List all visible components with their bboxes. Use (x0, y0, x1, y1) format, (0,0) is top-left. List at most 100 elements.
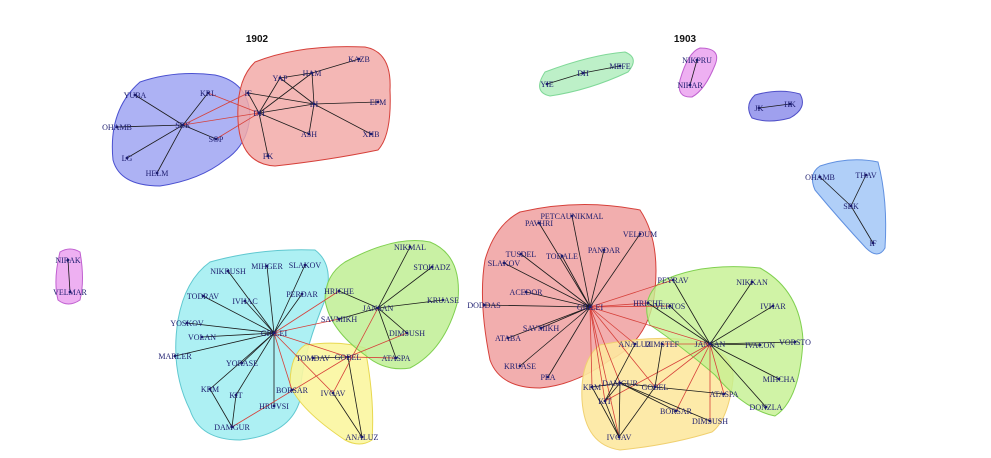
node-dot (360, 435, 364, 439)
node-1902-dh: DH (253, 109, 265, 118)
node-label: DH (577, 69, 589, 78)
node-label: OHAMB (102, 123, 132, 132)
edge-1902-jansan-nikmal (377, 246, 411, 309)
node-label: SAVMIKH (523, 324, 560, 333)
edge-1902-jansan-stohadz (377, 266, 433, 309)
node-1903-nikpru: NIKPRU (682, 56, 712, 65)
node-label: TOMDAV (296, 354, 330, 363)
edge-1903-girlei-pavhri (538, 222, 591, 308)
edge-1903-girlei-acedor (525, 291, 591, 308)
node-dot (502, 261, 506, 265)
node-dot (818, 175, 822, 179)
edge-1902-jansan-ataspa (377, 307, 397, 359)
edge-1903-girlei-ivgav (589, 306, 620, 438)
node-dot (240, 361, 244, 365)
node-label: VORSTO (779, 338, 811, 347)
node-label: KRM (583, 383, 601, 392)
node-label: IF (869, 239, 877, 248)
node-label: KRM (201, 385, 219, 394)
node-label: TUSDEL (506, 250, 537, 259)
node-label: GIRLEI (261, 329, 288, 338)
edge-1903-gobel-ataspa (654, 386, 725, 395)
node-dot (394, 356, 398, 360)
node-label: KRL (200, 89, 216, 98)
edge-1902-girlei-yoskov (186, 322, 275, 334)
node-1902-nirak: NIRAK (55, 256, 81, 265)
edge-1903-girlei-petcaunikmal (571, 215, 591, 308)
node-label: DIMSUSH (389, 329, 425, 338)
edge-1902-if-dh (247, 92, 260, 114)
node-1902-dimsush: DIMSUSH (389, 329, 425, 338)
node-label: SLAKOV (488, 259, 521, 268)
node-dot (257, 111, 261, 115)
node-dot (226, 269, 230, 273)
node-dot (185, 321, 189, 325)
node-1903-savmikh: SAVMIKH (523, 324, 560, 333)
edge-1903-analuz-kit (604, 343, 636, 402)
node-dot (337, 317, 341, 321)
node-1902-ivgav: IVGAV (321, 389, 346, 398)
node-dot (303, 263, 307, 267)
node-1902-ash: ASH (301, 130, 317, 139)
node-1902-krm: KRM (201, 385, 219, 394)
edge-1902-jansan-ivgav (332, 307, 379, 394)
node-dot (115, 125, 119, 129)
node-label: SOP (209, 135, 224, 144)
edge-1902-girlei-borsar (273, 332, 293, 391)
node-1902-sop: SOP (209, 135, 224, 144)
node-dot (357, 57, 361, 61)
node-dot (310, 71, 314, 75)
node-1902-jansan: JANSAN (363, 304, 394, 313)
edge-1902-gobel-dimsush (347, 332, 408, 358)
edge-1903-girlei-damgur (589, 306, 621, 384)
node-dot (688, 83, 692, 87)
edge-1903-girlei-doddas (483, 304, 591, 308)
node-1903-if: IF (869, 239, 877, 248)
node-label: MEFE (609, 62, 630, 71)
node-dot (272, 331, 276, 335)
node-label: ASH (301, 130, 317, 139)
edge-1903-jansan-ivhar (709, 305, 774, 345)
node-dot (311, 356, 315, 360)
node-label: ATASPA (382, 354, 411, 363)
node-label: VELDUM (623, 230, 657, 239)
edge-1903-jansan-nikkan (709, 281, 753, 345)
node-1902-sbk: SBK (175, 121, 191, 130)
node-1902-fk: FK (263, 152, 273, 161)
node-1902-todrav: TODRAV (187, 292, 219, 301)
node-1903-gobel: GOBEL (642, 383, 669, 392)
node-1902-lg: LG (122, 154, 133, 163)
node-dot (581, 71, 585, 75)
edge-1902-nirak-velmar (67, 259, 71, 293)
node-dot (206, 91, 210, 95)
node-label: BORSAR (660, 407, 693, 416)
node-1903-thav: THAV (855, 171, 876, 180)
node-1902-kruase: KRUASE (427, 296, 459, 305)
edge-1903-yie-dh (546, 72, 584, 85)
node-1903-pea: PEA (540, 373, 555, 382)
node-1902-damgur: DAMGUR (214, 423, 250, 432)
node-dot (482, 303, 486, 307)
node-label: KIT (598, 397, 611, 406)
node-1902-krl: KRL (200, 89, 216, 98)
node-dot (722, 392, 726, 396)
edge-1902-sop-dh (215, 112, 260, 140)
edge-1903-jansan-vorsto (709, 341, 796, 345)
node-dot (265, 264, 269, 268)
node-1902-marler: MARLER (158, 352, 192, 361)
node-label: HK (784, 100, 796, 109)
node-1902-ih: IH (310, 100, 319, 109)
edge-1903-jansan-vertos (669, 305, 711, 345)
edge-1903-damgur-ivgav (618, 382, 621, 438)
node-dot (646, 301, 650, 305)
node-1903-nikkan: NIKKAN (736, 278, 768, 287)
edge-1903-jansan-gobel (654, 343, 711, 388)
node-1903-ataba: ATABA (495, 334, 521, 343)
node-1903-dimsush: DIMSUSH (692, 417, 728, 426)
node-1903-yie: YIE (540, 80, 553, 89)
node-1903-peyrav: PEYRAV (658, 276, 689, 285)
node-dot (246, 91, 250, 95)
node-dot (408, 245, 412, 249)
